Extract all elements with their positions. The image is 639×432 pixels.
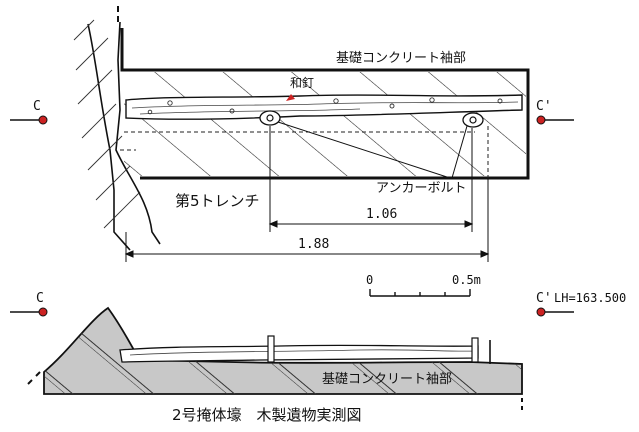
- wood-knots: [147, 97, 503, 115]
- nail-marker: [286, 94, 295, 101]
- dashed-edge: [120, 126, 489, 178]
- section-bolt-right: [471, 337, 479, 363]
- section-marker-left: [38, 115, 48, 125]
- wooden-beam: [125, 94, 523, 121]
- scale-bar-end: 0.5m: [452, 273, 481, 287]
- trench-wall: [87, 21, 161, 251]
- dimension-inner-value: 1.06: [366, 207, 397, 222]
- section-label-b-right: C': [536, 291, 552, 306]
- section-marker-b-left: [38, 307, 48, 317]
- dimension-inner: [268, 126, 474, 232]
- wood-grain: [131, 101, 519, 115]
- section-label-left: C: [33, 99, 41, 114]
- anchor-bolt-right: [462, 112, 484, 128]
- scale-bar-line: [369, 289, 471, 297]
- section-beam-grain: [129, 349, 475, 356]
- foundation-outline: [120, 28, 530, 180]
- trench-wall-hatch: [73, 19, 141, 229]
- foundation-label: 基礎コンクリート袖部: [336, 51, 466, 66]
- anchor-leader-lines: [277, 121, 468, 179]
- section-concrete-hatch: [44, 308, 522, 394]
- dimension-outer-value: 1.88: [298, 237, 329, 252]
- scale-bar: 0 0.5m: [366, 273, 481, 297]
- nail-label: 和釘: [290, 75, 314, 90]
- scale-bar-start: 0: [366, 273, 373, 287]
- section-view: C C' LH=163.500 基礎コンクリート袖部: [10, 291, 626, 410]
- section-dots: [27, 371, 523, 410]
- trench-label: 第5トレンチ: [175, 192, 260, 210]
- section-bolt-left: [267, 335, 275, 363]
- section-label-right: C': [536, 99, 552, 114]
- section-level: LH=163.500: [554, 291, 626, 305]
- section-marker-b-right: [536, 307, 546, 317]
- section-marker-right: [536, 115, 546, 125]
- anchor-bolt-label: アンカーボルト: [376, 181, 466, 196]
- section-concrete-label: 基礎コンクリート袖部: [322, 372, 452, 387]
- plan-view: C C' 基礎コンクリート袖部 和釘 第5トレンチ アンカーボルト 1.06 1…: [10, 6, 574, 262]
- figure-caption: 2号掩体壕 木製遺物実測図: [172, 406, 362, 424]
- dimension-outer: [124, 178, 490, 262]
- anchor-bolt-left: [259, 110, 281, 126]
- section-beam: [119, 344, 479, 363]
- concrete-hatching: [124, 72, 526, 176]
- section-label-b-left: C: [36, 291, 44, 306]
